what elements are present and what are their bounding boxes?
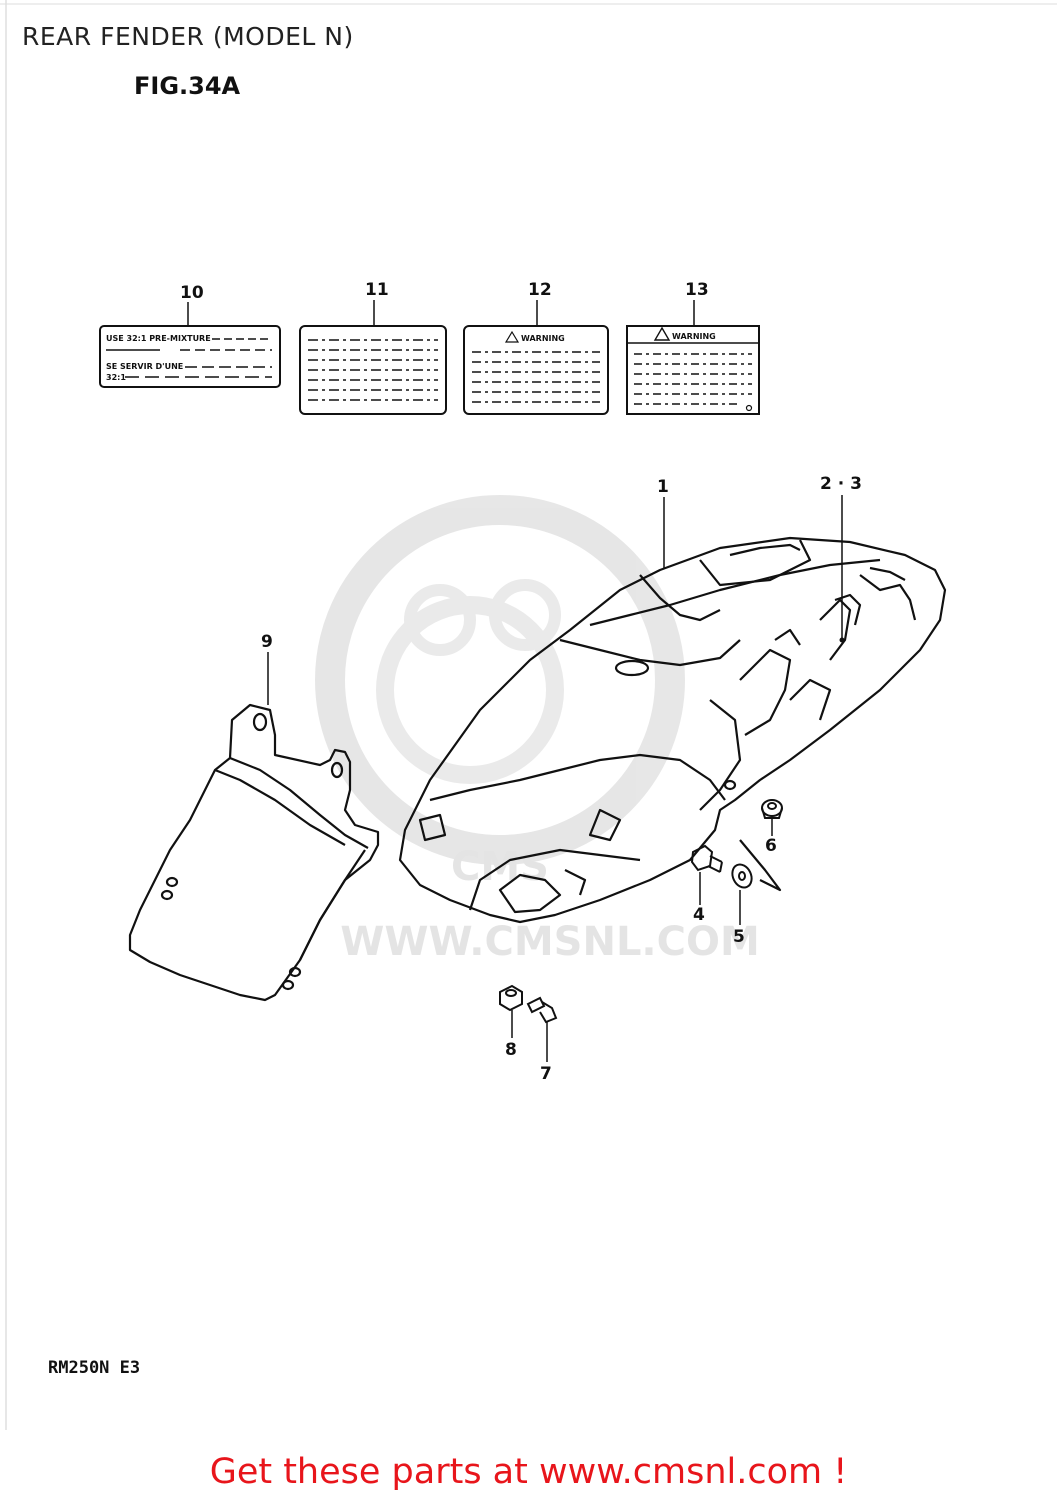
model-code: RM250N E3 bbox=[48, 1358, 141, 1378]
label-12-warning: 12 WARNING bbox=[463, 280, 609, 415]
label-10-premix: 10 USE 32:1 PRE-MIXTURE SE SERVIR D'UNE … bbox=[99, 283, 281, 388]
svg-text:USE 32:1 PRE-MIXTURE: USE 32:1 PRE-MIXTURE bbox=[106, 334, 211, 343]
callout-9: 9 bbox=[261, 632, 273, 652]
label-11-info: 11 bbox=[299, 280, 447, 415]
callout-1: 1 bbox=[657, 477, 669, 497]
callout-7: 7 bbox=[540, 1064, 552, 1084]
part-4-bolt bbox=[690, 844, 723, 873]
svg-text:32:1: 32:1 bbox=[106, 373, 126, 382]
callout-12: 12 bbox=[528, 280, 552, 300]
callout-5: 5 bbox=[733, 927, 745, 947]
part-6-nut bbox=[761, 799, 783, 819]
callout-4: 4 bbox=[693, 905, 705, 925]
svg-text:WARNING: WARNING bbox=[521, 334, 565, 343]
rear-fender bbox=[398, 536, 947, 924]
watermark-text: WWW.CMSNL.COM bbox=[340, 919, 760, 965]
callout-11: 11 bbox=[365, 280, 389, 300]
callout-10: 10 bbox=[180, 283, 204, 303]
label-13-warning: 13 WARNING bbox=[626, 280, 760, 415]
callout-6: 6 bbox=[765, 836, 777, 856]
part-8-collar bbox=[499, 984, 523, 1012]
svg-text:WARNING: WARNING bbox=[672, 332, 716, 341]
warning-triangle-icon bbox=[504, 330, 520, 343]
part-5-washer bbox=[731, 863, 753, 889]
page-title: REAR FENDER (MODEL N) bbox=[22, 22, 354, 51]
cmsnl-link[interactable]: Get these parts at www.cmsnl.com ! bbox=[209, 1452, 848, 1492]
callout-8: 8 bbox=[505, 1040, 517, 1060]
mud-flap bbox=[128, 703, 380, 1002]
part-7-bolt bbox=[526, 996, 558, 1024]
callout-13: 13 bbox=[685, 280, 709, 300]
figure-label: FIG.34A bbox=[134, 72, 241, 100]
warning-triangle-icon bbox=[653, 326, 671, 341]
watermark: CMS WWW.CMSNL.COM bbox=[315, 495, 760, 965]
watermark-logo-circle bbox=[315, 495, 685, 865]
svg-text:SE SERVIR D'UNE: SE SERVIR D'UNE bbox=[106, 362, 183, 371]
callout-2-3: 2 · 3 bbox=[820, 474, 862, 494]
